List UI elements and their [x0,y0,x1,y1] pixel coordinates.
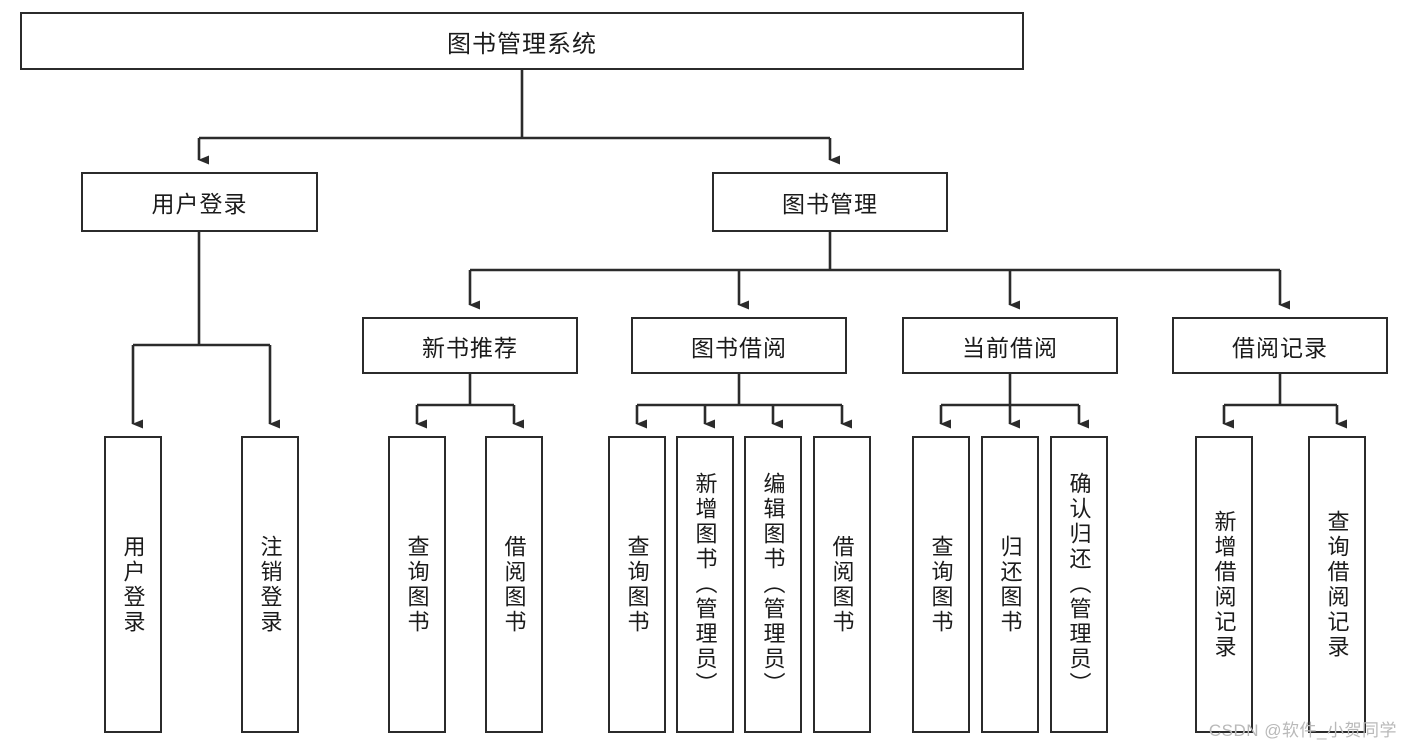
leaf-query-book-borrow[interactable]: 查询图书 [608,436,666,733]
leaf-label: 借阅图书 [501,534,527,635]
node-book-management[interactable]: 图书管理 [712,172,948,232]
leaf-borrow-book-borrow[interactable]: 借阅图书 [813,436,871,733]
leaf-label: 新增借阅记录 [1211,509,1237,660]
node-label: 用户登录 [151,191,248,217]
node-label: 当前借阅 [962,334,1058,361]
node-borrow-record[interactable]: 借阅记录 [1172,317,1388,374]
node-user-login[interactable]: 用户登录 [81,172,318,232]
leaf-label: 新增图书（管理员） [692,472,718,697]
leaf-label: 确认归还（管理员） [1066,472,1092,697]
node-root-book-management-system[interactable]: 图书管理系统 [20,12,1024,70]
leaf-label: 查询图书 [928,534,954,635]
node-label: 图书借阅 [691,334,787,361]
leaf-label: 查询图书 [404,534,430,635]
node-label: 借阅记录 [1232,334,1328,361]
leaf-borrow-book-recommend[interactable]: 借阅图书 [485,436,543,733]
leaf-query-borrow-record[interactable]: 查询借阅记录 [1308,436,1366,733]
node-label: 新书推荐 [422,334,518,361]
leaf-return-book[interactable]: 归还图书 [981,436,1039,733]
csdn-watermark: CSDN @软件_小贺同学 [1208,721,1397,740]
node-new-book-recommend[interactable]: 新书推荐 [362,317,578,374]
leaf-label: 归还图书 [997,534,1023,635]
leaf-confirm-return[interactable]: 确认归还（管理员） [1050,436,1108,733]
leaf-label: 查询图书 [624,534,650,635]
leaf-add-borrow-record[interactable]: 新增借阅记录 [1195,436,1253,733]
leaf-user-login[interactable]: 用户登录 [104,436,162,733]
leaf-edit-book[interactable]: 编辑图书（管理员） [744,436,802,733]
leaf-query-book-current[interactable]: 查询图书 [912,436,970,733]
leaf-label: 借阅图书 [829,534,855,635]
leaf-label: 查询借阅记录 [1324,509,1350,660]
leaf-add-book[interactable]: 新增图书（管理员） [676,436,734,733]
node-label: 图书管理 [782,191,878,217]
node-current-borrow[interactable]: 当前借阅 [902,317,1118,374]
leaf-user-logout[interactable]: 注销登录 [241,436,299,733]
leaf-label: 注销登录 [257,534,283,635]
leaf-query-book-recommend[interactable]: 查询图书 [388,436,446,733]
node-book-borrow[interactable]: 图书借阅 [631,317,847,374]
node-label: 图书管理系统 [447,30,597,58]
leaf-label: 编辑图书（管理员） [760,472,786,697]
leaf-label: 用户登录 [120,534,146,635]
